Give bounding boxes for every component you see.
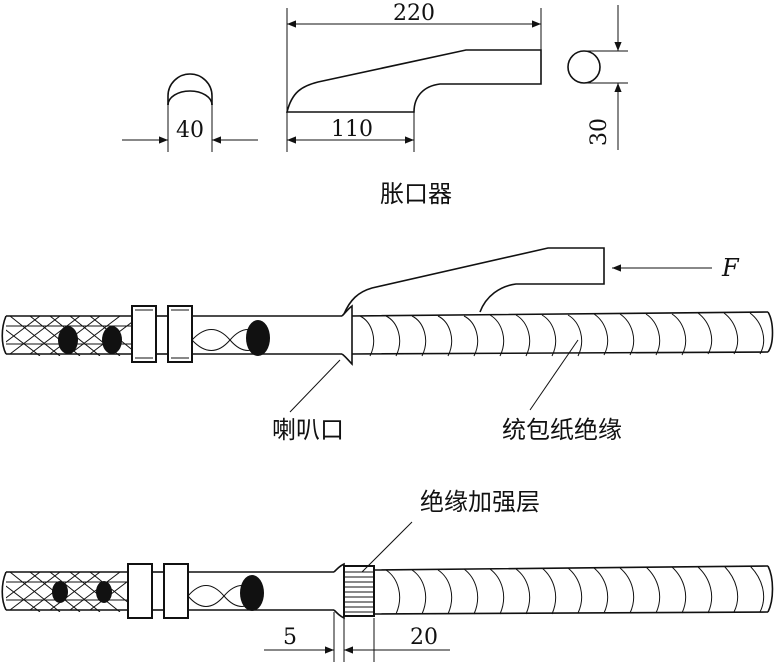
label-wrap: 统包纸绝缘: [502, 416, 622, 444]
expander-caption: 胀口器: [380, 180, 452, 208]
dim-half-label: 110: [331, 117, 373, 142]
dim-height-label: 30: [587, 118, 612, 146]
leader-reinforce: 绝缘加强层: [361, 488, 540, 573]
dimension-5-20: 5 20: [264, 612, 450, 662]
insulation-reinforcement-layer: [343, 565, 375, 617]
expander-inserted: [343, 247, 605, 315]
dim-length-label: 220: [393, 1, 435, 26]
flare-mouth-mid: [341, 304, 353, 366]
leader-wrap: 统包纸绝缘: [502, 339, 622, 444]
flare-mouth-bot: [333, 562, 345, 620]
expander-side-view: 220 110: [285, 1, 542, 152]
cable-clamp-bands-bot: [127, 563, 189, 619]
leader-flare: 喇叭口: [272, 359, 344, 444]
force-label: F: [721, 254, 740, 282]
cable-clamp-bands-mid: [131, 305, 193, 363]
insulation-paper-wrap-bot: [373, 565, 774, 615]
label-reinforce: 绝缘加强层: [420, 488, 540, 516]
dim-b-label: 20: [410, 625, 438, 650]
dim-a-label: 5: [283, 625, 297, 650]
lead-sheath-tube-mid: [191, 315, 342, 356]
label-flare: 喇叭口: [272, 416, 344, 444]
force-arrow: F: [612, 254, 740, 282]
insulation-paper-wrap-mid: [351, 311, 774, 357]
cable-stranded-core-bot: [1, 571, 132, 612]
expander-end-view-40: 40: [122, 73, 258, 152]
expander-section-view-30: 30: [567, 5, 628, 150]
lead-sheath-tube-bot: [187, 571, 334, 611]
cable-stranded-core-mid: [1, 315, 132, 356]
dim-width-label: 40: [176, 118, 204, 143]
